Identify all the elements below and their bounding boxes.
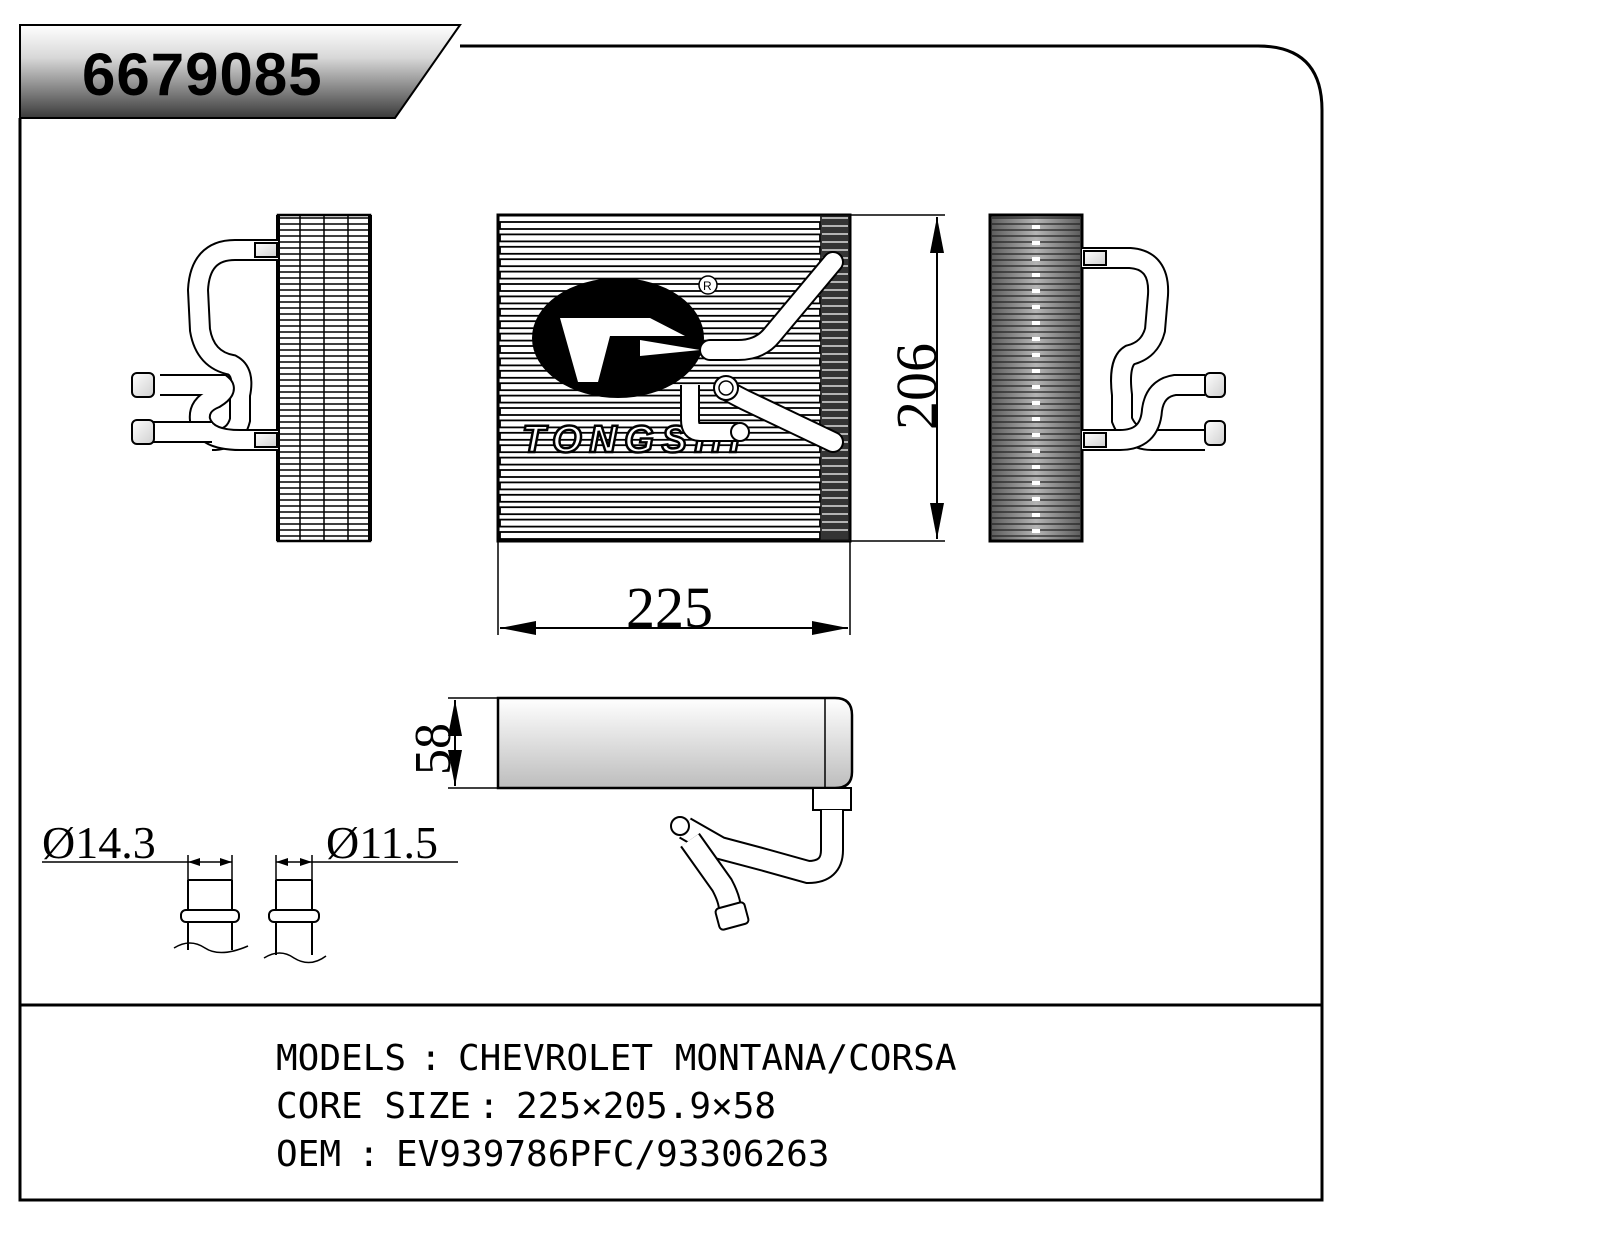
side-slot xyxy=(1032,289,1040,293)
right-side-view xyxy=(988,213,1226,543)
side-slot xyxy=(1032,321,1040,325)
frame-border xyxy=(18,44,1324,1202)
core-tube xyxy=(499,221,821,230)
core-tube xyxy=(499,444,821,454)
spec-separator: : xyxy=(478,1086,500,1127)
height-dimension: 206 xyxy=(850,214,949,542)
core-tube xyxy=(499,245,821,255)
side-slot xyxy=(1032,257,1040,261)
side-slot xyxy=(1032,241,1040,245)
side-slot xyxy=(1032,481,1040,485)
side-slot xyxy=(1032,465,1040,469)
side-slot xyxy=(1032,385,1040,389)
spec-label: MODELS xyxy=(276,1038,406,1079)
spec-separator: : xyxy=(358,1134,380,1175)
core-tube xyxy=(499,431,821,441)
front-view: R TONGSHI 206 225 xyxy=(496,213,949,640)
spec-label: OEM xyxy=(276,1134,341,1175)
spec-value: CHEVROLET MONTANA/CORSA xyxy=(458,1038,957,1079)
height-value: 206 xyxy=(884,343,949,430)
width-value: 225 xyxy=(626,575,713,640)
spec-row-models: MODELS : CHEVROLET MONTANA/CORSA xyxy=(276,1038,957,1079)
depth-view-pipes xyxy=(670,787,852,931)
pipe-diameter-small-detail: Ø11.5 xyxy=(263,817,458,964)
depth-value: 58 xyxy=(405,723,462,775)
side-slot xyxy=(1032,449,1040,453)
part-number: 6679085 xyxy=(82,41,323,108)
side-slot xyxy=(1032,401,1040,405)
core-tube xyxy=(499,531,821,540)
core-tube xyxy=(499,258,821,268)
right-view-pipes xyxy=(1082,247,1226,451)
side-slot xyxy=(1032,433,1040,437)
core-tube xyxy=(499,518,821,528)
right-core-fins xyxy=(992,217,1080,537)
depth-dimension: 58 xyxy=(405,697,498,789)
depth-view: 58 xyxy=(405,696,854,931)
core-tube xyxy=(499,270,821,280)
side-slot xyxy=(1032,225,1040,229)
left-side-view xyxy=(131,213,372,543)
pipe-diameter-large-value: Ø14.3 xyxy=(42,817,156,868)
pipe-diameter-small-value: Ø11.5 xyxy=(326,817,438,868)
core-tube xyxy=(499,506,821,516)
side-slot xyxy=(1032,513,1040,517)
spec-row-core-size: CORE SIZE : 225×205.9×58 xyxy=(276,1086,776,1127)
side-slot xyxy=(1032,417,1040,421)
core-tube xyxy=(499,456,821,466)
front-view-pipes xyxy=(680,251,844,453)
spec-row-oem: OEM : EV939786PFC/93306263 xyxy=(276,1134,829,1175)
spec-block: MODELS : CHEVROLET MONTANA/CORSA CORE SI… xyxy=(276,1038,957,1175)
side-slot xyxy=(1032,337,1040,341)
pipe-diameter-large-detail: Ø14.3 xyxy=(42,817,249,954)
side-slot xyxy=(1032,369,1040,373)
spec-value: EV939786PFC/93306263 xyxy=(396,1134,829,1175)
left-view-pipes xyxy=(131,239,278,451)
side-slot xyxy=(1032,529,1040,533)
side-slot xyxy=(1032,305,1040,309)
core-tube xyxy=(499,469,821,478)
spec-label: CORE SIZE xyxy=(276,1086,471,1127)
core-tube xyxy=(499,493,821,503)
width-dimension: 225 xyxy=(497,541,851,640)
core-tube xyxy=(499,481,821,491)
part-number-banner: 6679085 xyxy=(19,24,462,119)
spec-value: 225×205.9×58 xyxy=(516,1086,776,1127)
side-slot xyxy=(1032,273,1040,277)
registered-mark: R xyxy=(703,279,712,293)
core-tube xyxy=(499,233,821,243)
spec-separator: : xyxy=(420,1038,442,1079)
side-slot xyxy=(1032,353,1040,357)
side-slot xyxy=(1032,497,1040,501)
